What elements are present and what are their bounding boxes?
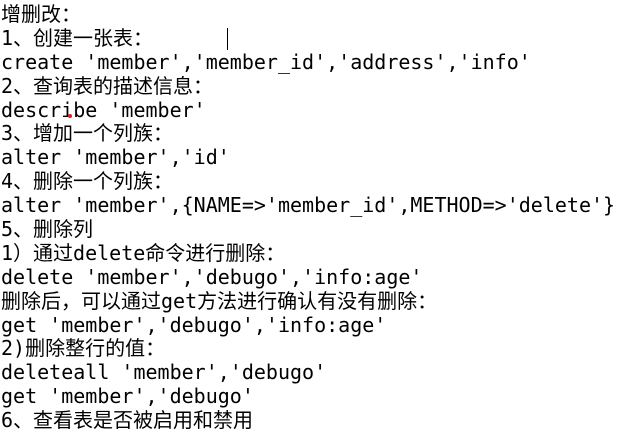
command-line: deleteall 'member','debugo' [1, 361, 327, 385]
command-line: get 'member','debugo' [1, 385, 254, 409]
step-heading: 2、查询表的描述信息： [1, 74, 214, 98]
command-line: describe 'member' [1, 98, 206, 122]
command-line: get 'member','debugo','info:age' [1, 313, 387, 337]
note-text: 删除后，可以通过get方法进行确认有没有删除： [1, 289, 438, 313]
red-dot-marker [68, 114, 72, 118]
substep-heading: 1）通过delete命令进行删除： [1, 241, 286, 265]
command-line: alter 'member',{NAME=>'member_id',METHOD… [1, 194, 616, 218]
command-line: alter 'member','id' [1, 146, 230, 170]
command-line: create 'member','member_id','address','i… [1, 50, 531, 74]
document-body: 增删改： 1、创建一张表： create 'member','member_id… [1, 3, 621, 433]
text-cursor [227, 28, 228, 50]
step-heading: 3、增加一个列族： [1, 122, 174, 146]
step-heading: 6、查看表是否被启用和禁用 [1, 409, 254, 433]
step-heading: 5、删除列 [1, 218, 94, 242]
step-heading: 4、删除一个列族： [1, 170, 174, 194]
section-heading: 增删改： [1, 3, 81, 26]
step-heading: 1、创建一张表： [1, 26, 154, 50]
command-line: delete 'member','debugo','info:age' [1, 265, 423, 289]
substep-heading: 2)删除整行的值： [1, 337, 166, 361]
